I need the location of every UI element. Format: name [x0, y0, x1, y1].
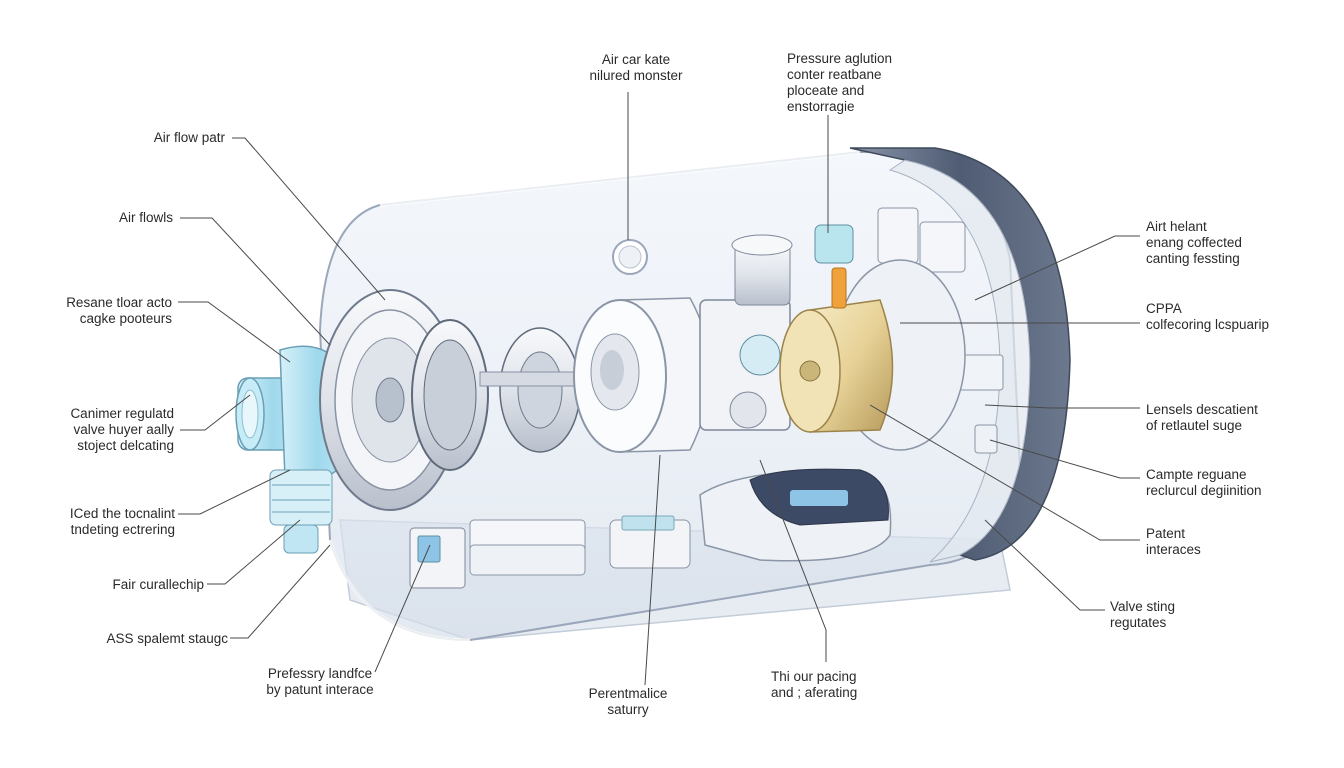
control-panel	[409, 468, 892, 589]
upper-components	[877, 207, 1004, 454]
label-left-2: Air flowls	[118, 210, 173, 225]
fan-assembly	[319, 289, 621, 511]
label-left-6: Fair curallechip	[112, 577, 204, 592]
motor	[779, 224, 966, 451]
valve-mechanism	[699, 234, 793, 431]
label-left-7: ASS spalemt staugc	[106, 631, 228, 646]
end-cap	[849, 147, 1071, 563]
leader-lines	[178, 92, 1140, 686]
blower-housing	[573, 297, 711, 453]
label-left-1: Air flow patr	[153, 130, 225, 145]
